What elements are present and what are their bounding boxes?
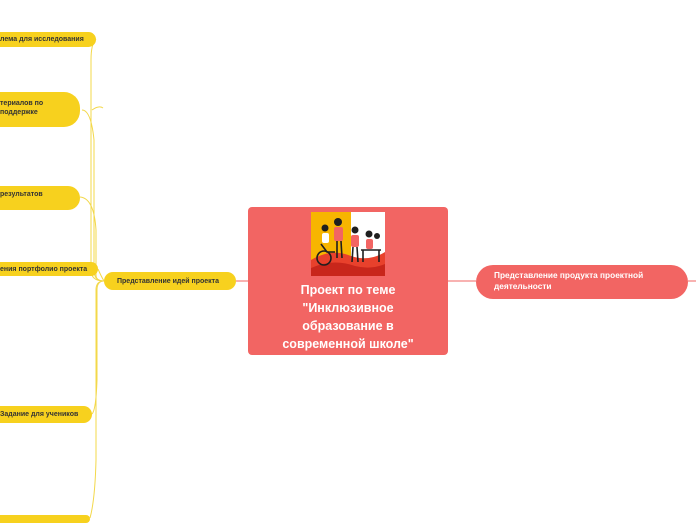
connector-subtopic-2-tick xyxy=(91,106,104,111)
branch-label: Представление идей проекта xyxy=(117,277,219,285)
connector-subtopic-4 xyxy=(97,268,105,282)
subtopic-label: результатов xyxy=(0,191,43,198)
central-topic[interactable]: Проект по теме "Инклюзивное образование … xyxy=(248,207,448,355)
subtopic-label: Задание для учеников xyxy=(0,411,79,418)
subtopic-label: лема для исследования xyxy=(0,36,84,43)
subtopic-student-task[interactable]: Задание для учеников xyxy=(0,406,92,423)
subtopic-label: ения портфолио проекта xyxy=(0,265,88,273)
subtopic-portfolio[interactable]: ения портфолио проекта xyxy=(0,262,98,276)
subtopic-results[interactable]: результатов xyxy=(0,186,80,210)
central-topic-title: Проект по теме "Инклюзивное образование … xyxy=(282,283,414,351)
connector-subtopic-2 xyxy=(81,109,105,282)
topic-project-product[interactable]: Представление продукта проектной деятель… xyxy=(476,265,688,299)
inclusive-education-image xyxy=(311,212,385,276)
connector-subtopic-6 xyxy=(89,280,105,519)
connector-subtopic-1 xyxy=(90,38,105,282)
subtopic-clipped-bottom[interactable] xyxy=(0,515,90,523)
subtopic-research-problem[interactable]: лема для исследования xyxy=(0,32,96,47)
connector-subtopic-5 xyxy=(91,280,105,415)
branch-project-ideas[interactable]: Представление идей проекта xyxy=(104,272,236,290)
topic-label: Представление продукта проектной деятель… xyxy=(494,270,644,291)
subtopic-materials-support[interactable]: териалов по поддержке xyxy=(0,92,80,127)
inclusive-education-illustration xyxy=(311,212,385,276)
subtopic-label: териалов по поддержке xyxy=(0,100,44,116)
connector-subtopic-3 xyxy=(79,196,105,282)
